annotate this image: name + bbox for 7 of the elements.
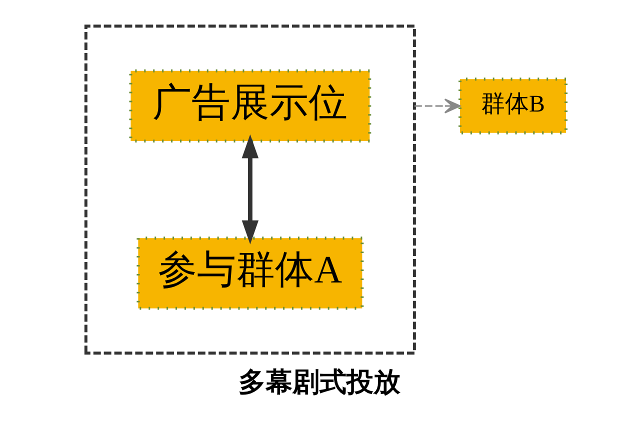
node-box: 广告展示位: [129, 69, 372, 143]
cluster: [84, 24, 416, 355]
arrow: [242, 134, 259, 244]
node-box: 参与群体A: [136, 236, 364, 310]
caption: 多幕剧式投放: [238, 367, 401, 398]
arrow: [414, 98, 461, 114]
node-box: 群体B: [458, 78, 568, 134]
